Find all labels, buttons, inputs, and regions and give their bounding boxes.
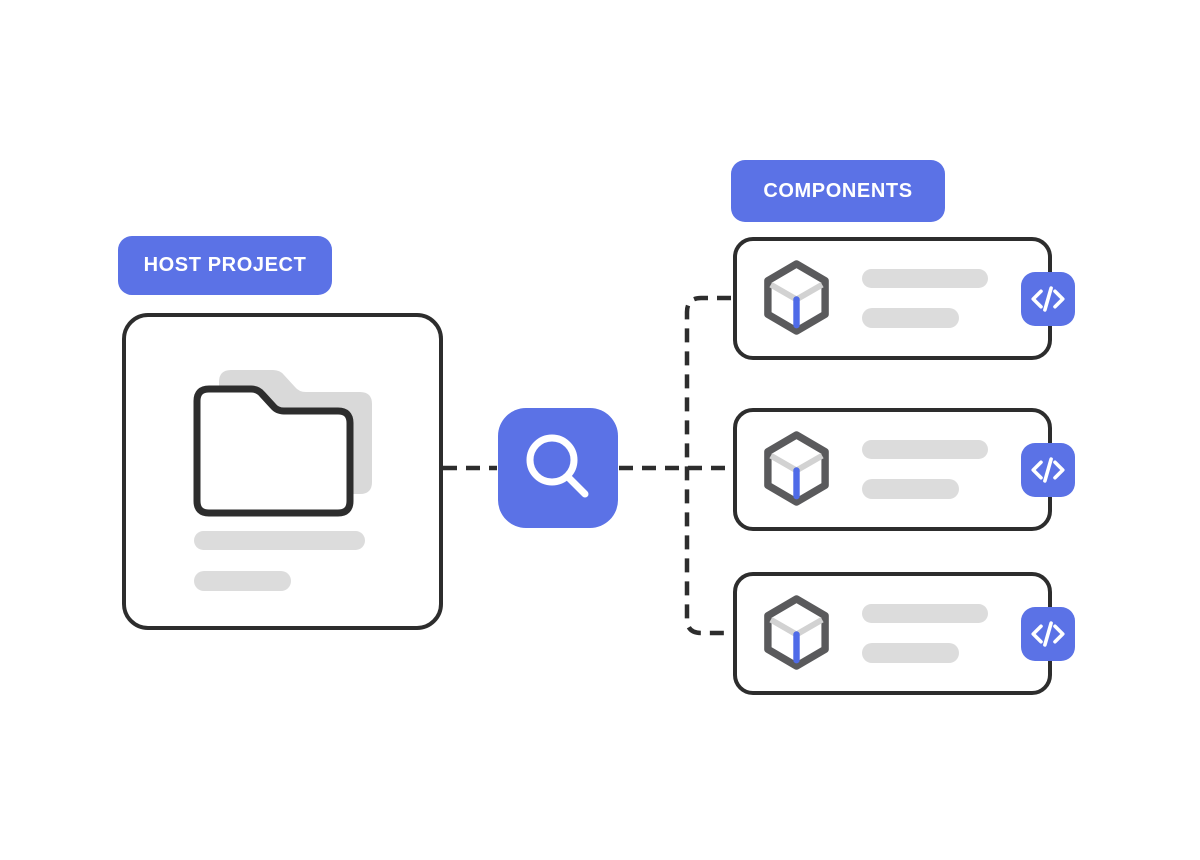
- code-button[interactable]: [1021, 442, 1075, 497]
- host-project-badge: HOST PROJECT: [118, 236, 332, 295]
- folder-front-shape: [193, 385, 354, 517]
- folder-icon: [193, 369, 375, 517]
- component-card: [733, 237, 1075, 360]
- code-button[interactable]: [1021, 606, 1075, 661]
- placeholder-bar: [862, 604, 988, 623]
- code-button[interactable]: [1021, 271, 1075, 326]
- code-icon: [1031, 620, 1065, 647]
- search-button[interactable]: [498, 408, 618, 528]
- placeholder-bars: [862, 440, 988, 499]
- cube-icon: [759, 430, 834, 509]
- placeholder-bars: [862, 269, 988, 328]
- placeholder-bar: [862, 440, 988, 459]
- placeholder-bar: [194, 531, 365, 550]
- search-icon: [526, 434, 589, 498]
- host-project-badge-label: HOST PROJECT: [143, 254, 307, 276]
- placeholder-bar: [862, 269, 988, 288]
- code-icon: [1031, 285, 1065, 312]
- components-badge-label: COMPONENTS: [763, 179, 913, 202]
- placeholder-bars: [862, 604, 988, 663]
- placeholder-bar: [862, 643, 959, 663]
- host-project-card: [122, 313, 443, 630]
- placeholder-bar: [194, 571, 291, 591]
- cube-icon: [759, 594, 834, 673]
- component-card: [733, 572, 1075, 695]
- components-badge: COMPONENTS: [731, 160, 945, 222]
- placeholder-bar: [862, 308, 959, 328]
- placeholder-bar: [862, 479, 959, 499]
- component-card: [733, 408, 1075, 531]
- cube-icon: [759, 259, 834, 338]
- branch-line: [684, 295, 731, 636]
- code-icon: [1031, 456, 1065, 483]
